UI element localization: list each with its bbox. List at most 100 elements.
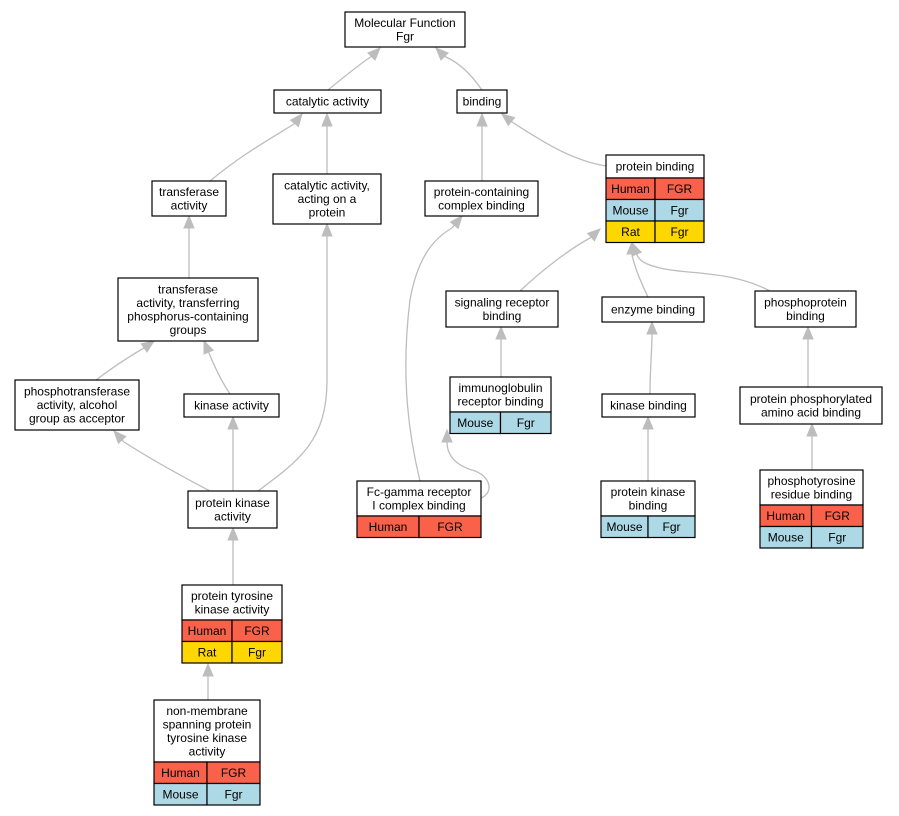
species-name: Human	[369, 520, 408, 534]
term-label-line: activity	[214, 509, 251, 523]
term-label-line: phosphotransferase	[24, 385, 130, 399]
species-name: Human	[188, 624, 227, 638]
term-box	[151, 180, 227, 217]
go-term-kinase-binding[interactable]: kinase binding	[601, 393, 696, 418]
term-label-line: phosphotyrosine	[767, 474, 855, 488]
go-term-catalytic-activity[interactable]: catalytic activity	[273, 89, 382, 114]
term-label-line: protein phosphorylated	[750, 392, 872, 406]
term-box	[456, 89, 508, 114]
edge-line	[649, 333, 653, 395]
term-box	[356, 480, 482, 517]
arrowhead	[321, 112, 333, 127]
term-box	[759, 469, 864, 506]
edge-catalytic-on-protein-to-catalytic-activity	[321, 112, 333, 174]
term-box	[187, 490, 278, 529]
gene-cell	[647, 515, 696, 539]
term-label-line: phosphoprotein	[764, 295, 847, 309]
arrowhead	[476, 112, 488, 127]
term-box	[183, 393, 280, 418]
arrowhead	[586, 228, 601, 242]
arrowhead	[500, 113, 516, 127]
term-label-line: enzyme binding	[611, 303, 695, 317]
term-label-line: group as acceptor	[29, 412, 125, 426]
gene-symbol: Fgr	[828, 530, 846, 544]
term-label-line: activity	[189, 744, 226, 758]
term-label-line: binding	[629, 498, 668, 512]
species-name: Mouse	[162, 787, 198, 801]
go-term-enzyme-binding[interactable]: enzyme binding	[601, 296, 705, 323]
term-label-line: transferase	[159, 185, 219, 199]
go-term-kinase-activity[interactable]: kinase activity	[183, 393, 280, 418]
term-label-line: protein binding	[616, 160, 695, 174]
term-label-line: residue binding	[771, 487, 852, 501]
edge-line-tail	[451, 224, 455, 229]
edge-immunoglobulin-receptor-binding-to-signaling-receptor-binding	[495, 325, 507, 377]
arrowhead	[183, 214, 195, 229]
term-label-line: tyrosine kinase	[167, 731, 247, 745]
term-label-line: non-membrane	[166, 704, 248, 718]
edge-protein-phosphorylated-aa-binding-to-phosphoprotein-binding	[802, 325, 814, 387]
edge-protein-kinase-binding-to-kinase-binding	[642, 415, 654, 481]
term-label-line: groups	[170, 323, 207, 337]
term-label-line: kinase activity	[194, 399, 269, 413]
go-term-binding[interactable]: binding	[456, 89, 508, 114]
term-label-line: binding	[463, 95, 502, 109]
edge-line	[443, 55, 483, 91]
edge-line	[631, 253, 649, 298]
gene-symbol: FGR	[221, 766, 247, 780]
edge-line	[511, 121, 607, 167]
edge-transferase-activity-to-catalytic-activity	[209, 112, 303, 182]
term-label-line: acting on a	[298, 192, 357, 206]
term-box	[14, 379, 140, 431]
term-box	[754, 290, 857, 328]
arrowhead	[435, 47, 449, 61]
gene-cell	[418, 515, 482, 539]
term-box	[181, 584, 283, 621]
term-label-line: kinase binding	[610, 399, 687, 413]
gene-symbol: FGR	[825, 509, 851, 523]
term-box	[449, 376, 552, 413]
arrowhead	[802, 325, 814, 340]
gene-symbol: FGR	[244, 624, 270, 638]
arrowhead	[495, 325, 507, 340]
edge-fc-gamma-receptor-binding-to-immunoglobulin-receptor-binding	[441, 428, 490, 499]
edge-phosphotransferase-alcohol-to-transferase-phosphorus	[95, 340, 156, 381]
arrowhead	[631, 241, 643, 257]
term-box	[344, 11, 466, 48]
term-box	[739, 386, 883, 425]
term-label-line: I complex binding	[372, 498, 465, 512]
edge-line	[209, 123, 295, 182]
species-name: Rat	[621, 225, 640, 239]
edge-signaling-receptor-binding-to-protein-binding	[519, 228, 601, 292]
species-name: Mouse	[606, 520, 642, 534]
term-label-line: receptor binding	[457, 394, 543, 408]
gene-cell	[499, 411, 552, 435]
term-label-line: Fgr	[396, 29, 414, 43]
gene-symbol: Fgr	[671, 203, 689, 217]
edge-line-tail	[589, 236, 592, 239]
term-label-line: protein kinase	[195, 496, 270, 510]
